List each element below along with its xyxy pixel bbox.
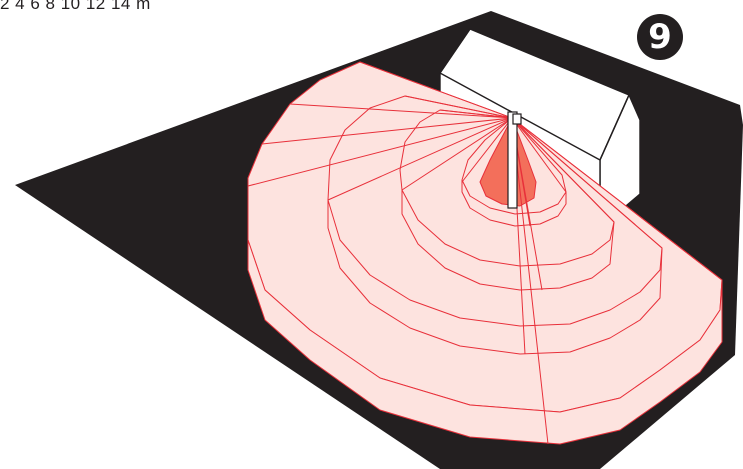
zone-band-4-skirt: [461, 180, 567, 227]
detection-zones: [247, 61, 723, 445]
zone-outer-skirt: [247, 239, 723, 445]
zone-rays: [247, 61, 723, 445]
step-badge: 9: [637, 14, 683, 60]
sensor-icon: [507, 111, 522, 209]
zone-band-3-skirt: [401, 190, 615, 291]
scale-caption: 2 4 6 8 10 12 14 m: [0, 0, 151, 13]
zone-band-2-skirt: [327, 200, 663, 355]
